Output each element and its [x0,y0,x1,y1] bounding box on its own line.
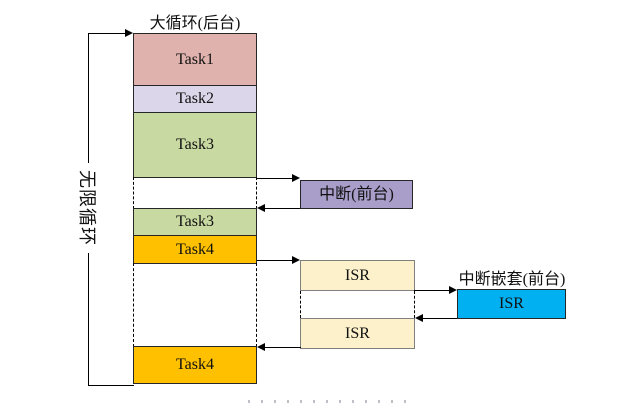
arrowhead-icon [257,204,265,212]
isr-gap-dash-right [414,291,415,318]
nested-interrupt-title: 中断嵌套(前台) [458,271,566,288]
arrowhead-icon [415,314,423,322]
task3-box: Task3 [133,112,257,178]
connector-line [421,318,457,319]
loop-line-bottom [88,385,134,386]
task3-resume-box: Task3 [133,208,257,236]
task1-box: Task1 [133,33,257,86]
isr-top-box: ISR [300,260,415,291]
interrupted-gap-1 [133,177,257,209]
arrowhead-icon [257,343,265,351]
connector-line [263,347,301,348]
arrowhead-icon [292,174,300,182]
connector-line [414,290,450,291]
task4-resume-box: Task4 [133,346,257,384]
interrupted-gap-2 [133,263,257,347]
connector-line [257,178,293,179]
infinite-loop-label: 无限循环 [76,163,98,253]
connector-line [257,260,293,261]
task2-box: Task2 [133,85,257,113]
loop-arrowhead-icon [125,29,133,37]
connector-line [263,208,300,209]
arrowhead-icon [292,256,300,264]
isr-bottom-box: ISR [300,318,415,349]
loop-line-top [88,33,126,34]
clipped-caption [248,400,416,403]
background-loop-title: 大循环(后台) [149,15,241,32]
isr-gap-dash-left [300,291,301,318]
interrupt-box: 中断(前台) [300,180,413,209]
task4-box: Task4 [133,235,257,264]
arrowhead-icon [449,286,457,294]
nested-isr-box: ISR [457,289,566,319]
